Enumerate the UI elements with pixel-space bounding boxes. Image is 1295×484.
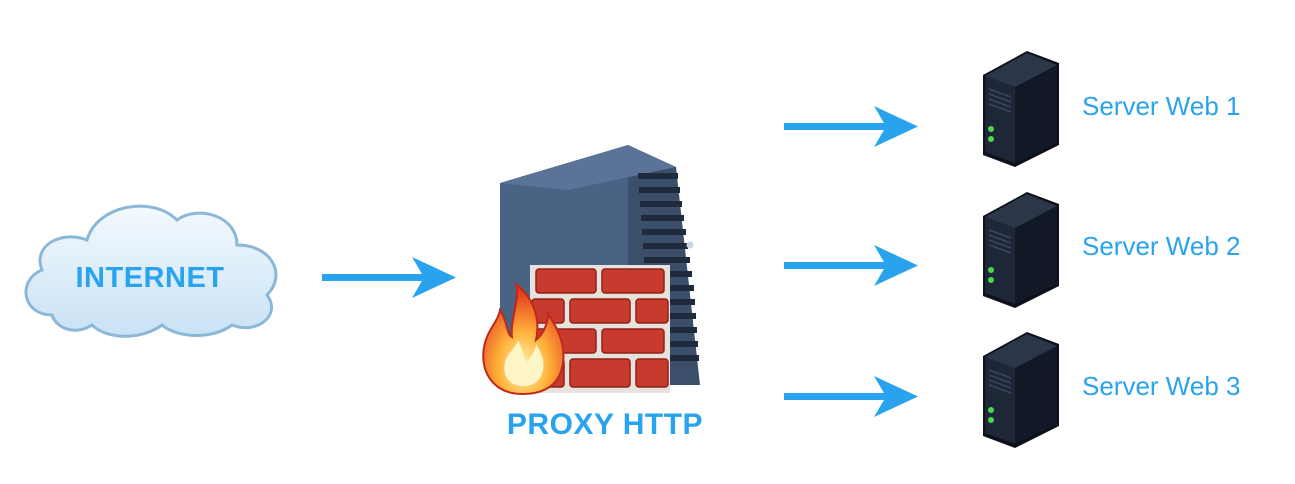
internet-label: INTERNET <box>75 262 225 294</box>
arrow-proxy-to-server-2 <box>784 245 918 286</box>
server-label-2: Server Web 2 <box>1082 231 1241 261</box>
arrow-proxy-to-server-1 <box>784 106 918 147</box>
arrow-proxy-to-server-3 <box>784 376 918 417</box>
server-icon <box>983 332 1059 448</box>
arrow-internet-to-proxy <box>322 257 456 298</box>
server-icon <box>983 192 1059 308</box>
server-label-3: Server Web 3 <box>1082 371 1241 401</box>
proxy-label: PROXY HTTP <box>506 408 704 441</box>
fire-icon <box>482 282 565 396</box>
server-label-1: Server Web 1 <box>1082 91 1241 121</box>
cloud-icon <box>24 204 278 338</box>
server-icon <box>983 51 1059 167</box>
